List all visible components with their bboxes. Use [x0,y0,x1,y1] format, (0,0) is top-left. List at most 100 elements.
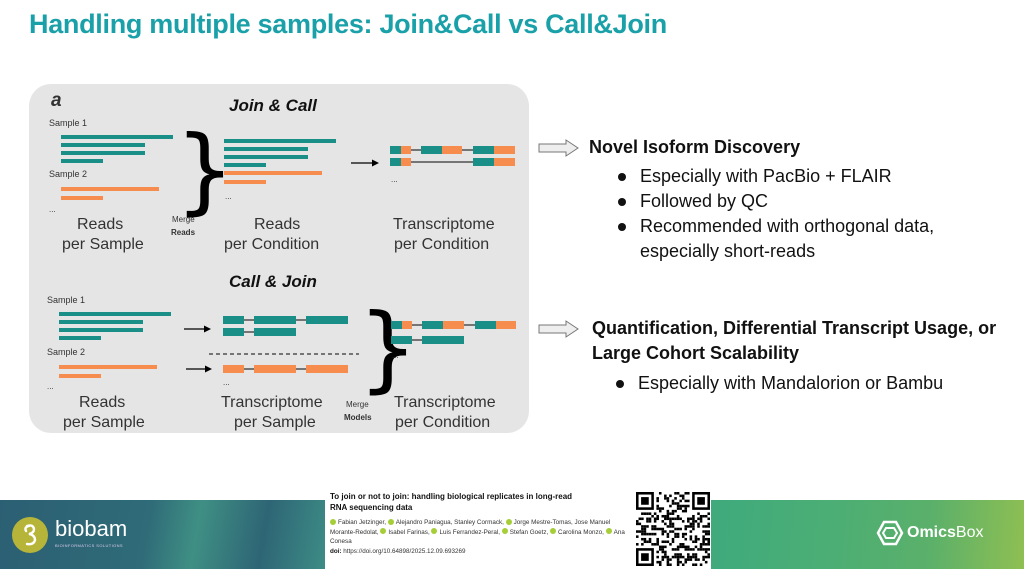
cj-reads-label-1: Reads [79,394,125,411]
merge-reads-label-1: Merge [172,215,195,224]
jc-merged-reads [224,139,336,184]
orcid-icon [605,528,612,534]
bullet-item: Followed by QC [614,189,994,214]
cj-sample1-transcript-1 [223,316,348,324]
cj-transcriptome-condition-label-1: Transcriptome [394,394,496,411]
orcid-icon [431,528,438,534]
cj-sample2-label: Sample 2 [47,347,85,357]
jc-condition-label-2: per Condition [224,236,319,253]
read-bar [61,135,173,139]
read-bar [224,139,336,143]
jc-sample2-reads [61,187,159,200]
merge-models-label-2: Models [344,413,372,422]
jc-reads-label-1: Reads [77,216,123,233]
jc-sample1-label: Sample 1 [49,118,87,128]
omicsbox-wordmark: OmicsBox [907,524,984,542]
jc-sample1-reads [61,135,173,163]
paper-citation: To join or not to join: handling biologi… [330,491,630,555]
cj-sample1-label: Sample 1 [47,295,85,305]
cj-sample1-reads [59,312,171,340]
read-bar [61,151,145,155]
cj-ellipsis: ... [47,382,54,391]
panel-label: a [51,90,62,111]
diagram-panel: a Join & Call Sample 1 Sample 2 ... } Me… [29,84,529,433]
cj-arrow-icon-1 [184,325,211,333]
author: Alejandro Paniagua, Stanley Cormack, [395,519,504,526]
jc-reads-label-2: per Sample [62,236,144,253]
read-bar [61,196,103,200]
paper-authors: Fabian Jetzinger, Alejandro Paniagua, St… [330,518,630,547]
section-bullets-quantification: Especially with Mandalorion or Bambu [612,371,1012,396]
jc-transcriptome-label-2: per Condition [394,236,489,253]
jc-sample2-label: Sample 2 [49,169,87,179]
orcid-icon [380,528,387,534]
jc-transcript-2 [390,158,515,166]
omicsbox-banner: OmicsBox [711,500,1024,569]
read-bar [59,312,171,316]
omicsbox-wordmark-bold: Omics [907,524,956,541]
read-bar [61,143,145,147]
read-bar [224,163,266,167]
jc-transcript-ellipsis: ... [391,175,398,184]
orcid-icon [330,518,336,525]
jc-transcriptome-label-1: Transcriptome [393,216,495,233]
cj-sample1-transcript-2 [223,328,296,336]
merge-models-label-1: Merge [346,400,369,409]
cj-transcriptome-sample-label-2: per Sample [234,414,316,431]
orcid-icon [550,528,557,534]
biobam-banner: biobam BIOINFORMATICS SOLUTIONS [0,500,325,569]
author: Luis Ferrandez-Peral, [439,528,501,536]
omicsbox-logo-icon [876,520,904,546]
doi-label: doi: [330,547,342,555]
read-bar [59,320,143,324]
orcid-icon [387,518,394,525]
author: Isabel Farinas, [388,528,430,536]
jc-condition-label-1: Reads [254,216,300,233]
read-bar [59,328,143,332]
author: Jorge Mestre-Tomas, Jose Manuel Morante-… [330,519,611,536]
read-bar [224,155,308,159]
read-bar [59,374,101,378]
read-bar [59,336,101,340]
cj-transcriptome-condition-label-2: per Condition [395,414,490,431]
doi-link[interactable]: https://doi.org/10.64898/2025.12.09.6932… [343,547,466,555]
cj-condition-transcript-2 [391,336,464,344]
biobam-logo-icon [12,517,48,553]
author: Carolina Monzo, [558,528,604,536]
author: Fabian Jetzinger, [338,519,386,526]
section-bullets-novel-isoform: Especially with PacBio + FLAIR Followed … [614,164,994,264]
cj-arrow-icon-2 [186,365,212,373]
jc-merged-ellipsis: ... [225,192,232,201]
cj-condition-ellipsis: ... [392,351,399,360]
qr-code-icon[interactable] [636,492,710,566]
section-heading-quantification: Quantification, Differential Transcript … [592,318,997,363]
cj-reads-label-2: per Sample [63,414,145,431]
cj-sample2-transcript [223,365,348,373]
biobam-tagline: BIOINFORMATICS SOLUTIONS [55,543,123,548]
cj-sample2-reads [59,365,157,378]
read-bar [224,171,322,175]
join-call-title: Join & Call [229,96,318,115]
jc-transcript-1 [390,146,515,154]
author: Ana Conesa [330,528,625,546]
slide-title: Handling multiple samples: Join&Call vs … [29,9,667,39]
bullet-item: Recommended with orthogonal data, especi… [614,214,994,264]
cj-transcriptome-sample-label-1: Transcriptome [221,394,323,411]
read-bar [224,180,266,184]
read-bar [224,147,308,151]
bullet-item: Especially with PacBio + FLAIR [614,164,994,189]
merge-reads-label-2: Reads [171,228,196,237]
merge-models-brace-icon: } [358,294,418,403]
jc-arrow-icon [351,159,379,167]
bullet-item: Especially with Mandalorion or Bambu [612,371,1012,396]
biobam-wordmark: biobam [55,516,128,541]
section-heading-novel-isoform: Novel Isoform Discovery [589,137,801,157]
jc-ellipsis: ... [49,205,56,214]
cj-condition-transcript-1 [391,321,516,329]
read-bar [61,187,159,191]
block-arrow-icon [538,320,579,338]
orcid-icon [505,518,512,525]
merge-brace-icon: } [175,116,235,225]
call-join-title: Call & Join [229,272,317,291]
cj-sample-ellipsis: ... [223,378,230,387]
